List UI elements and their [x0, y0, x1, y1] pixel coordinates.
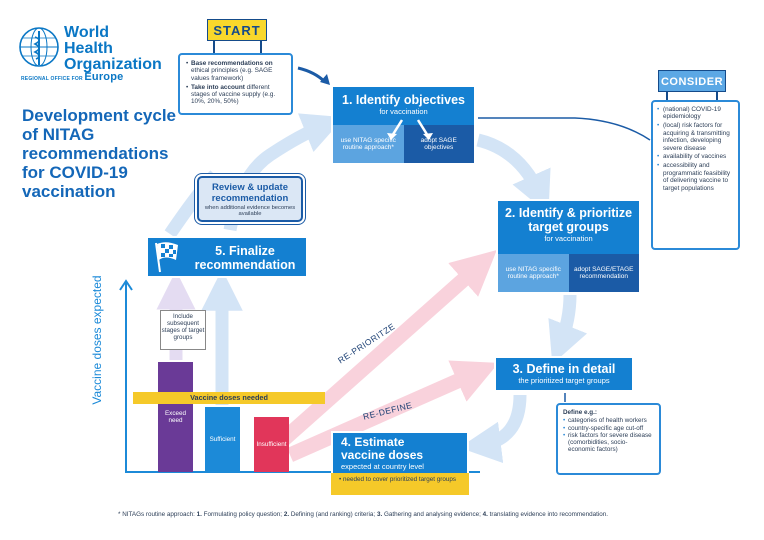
consider-item: (national) COVID-19 epidemiology: [657, 106, 734, 121]
step-1-option-nitag: use NITAG specific routine approach*: [333, 125, 404, 163]
footnote-intro: * NITAGs routine approach:: [118, 511, 197, 518]
review-update-box: Review & update recommendation when addi…: [197, 176, 303, 222]
page-title: Development cycle of NITAG recommendatio…: [22, 106, 177, 201]
step-4-subtitle: expected at country level: [341, 462, 424, 471]
consider-post-right: [716, 90, 718, 101]
consider-item: accessibility and programmatic feasibili…: [657, 162, 734, 192]
consider-item: (local) risk factors for acquiring & tra…: [657, 122, 734, 152]
bar-exceed-need: Exceed need: [158, 362, 193, 472]
start-item: Base recommendations on ethical principl…: [186, 60, 285, 82]
step-2-option-sage-etage: adopt SAGE/ETAGE recommendation: [568, 254, 639, 292]
bar-insufficient: Insufficient: [254, 417, 289, 472]
doses-needed-band: Vaccine doses needed: [133, 392, 325, 404]
start-item-bold: Take into account: [191, 83, 245, 91]
step-2-identify-target-groups: 2. Identify & prioritize target groups f…: [496, 199, 641, 292]
footnote: * NITAGs routine approach: 1. Formulatin…: [118, 511, 758, 518]
chart-y-axis-label: Vaccine doses expected: [90, 275, 104, 405]
step-1-title: 1. Identify objectives: [342, 93, 465, 107]
step-1-subtitle: for vaccination: [379, 107, 428, 116]
define-item: categories of health workers: [563, 417, 654, 425]
define-item: risk factors for severe disease (comorbi…: [563, 432, 654, 454]
footnote-step-text: translating evidence into recommendation…: [487, 511, 608, 518]
step-3-subtitle: the prioritized target groups: [518, 376, 610, 385]
step-3-title: 3. Define in detail: [512, 362, 616, 376]
start-item: Take into account different stages of va…: [186, 84, 285, 106]
footnote-step-number: 2.: [283, 511, 290, 518]
who-org-name: World Health Organization: [64, 24, 162, 73]
footnote-step-text: Gathering and analysing evidence;: [382, 511, 483, 518]
step-3-define-in-detail: 3. Define in detail the prioritized targ…: [494, 356, 634, 392]
footnote-step-text: Defining (and ranking) criteria;: [289, 511, 377, 518]
step-2-option-nitag: use NITAG specific routine approach*: [498, 254, 569, 292]
who-emblem-icon: [19, 27, 59, 67]
step-1-identify-objectives: 1. Identify objectives for vaccination u…: [331, 85, 476, 165]
footnote-step-text: Formulating policy question;: [201, 511, 284, 518]
footnote-step-number: 3.: [376, 511, 383, 518]
start-box: Base recommendations on ethical principl…: [178, 53, 293, 115]
bar-sufficient: Sufficient: [205, 407, 240, 472]
step-2-subtitle: for vaccination: [544, 234, 593, 243]
consider-item: availability of vaccines: [657, 153, 734, 161]
step-4-title-line-2: vaccine doses: [341, 448, 424, 462]
footnote-step-number: 4.: [482, 511, 488, 518]
start-sign: START: [207, 19, 267, 41]
start-item-bold: Base recommendations on: [191, 60, 273, 67]
step-5-title: 5. Finalize recommendation: [194, 244, 296, 272]
org-line-2: Organization: [64, 56, 162, 73]
step-2-title: 2. Identify & prioritize target groups: [504, 206, 633, 234]
include-stages-note: Include subsequent stages of target grou…: [160, 310, 206, 350]
start-post-right: [260, 40, 262, 54]
define-item: country-specific age cut-off: [563, 425, 654, 433]
checkered-flag-icon: [155, 242, 178, 273]
org-line-1: World Health: [64, 24, 113, 57]
step-4-title-line-1: 4. Estimate: [341, 435, 405, 449]
review-title: Review & update recommendation: [211, 182, 289, 204]
step-1-branch-arrows: [387, 119, 433, 140]
step-4-note: • needed to cover prioritized target gro…: [331, 473, 469, 495]
step-4-estimate-doses: 4. Estimate vaccine doses expected at co…: [331, 431, 469, 473]
region-name: Europe: [84, 71, 124, 83]
step-1-option-sage: adopt SAGE objectives: [403, 125, 474, 163]
region-prefix: REGIONAL OFFICE FOR: [21, 76, 83, 82]
consider-post-left: [666, 90, 668, 101]
define-examples-box: Define e.g.: categories of health worker…: [556, 403, 661, 475]
footnote-step-number: 1.: [196, 511, 202, 518]
consider-sign: CONSIDER: [658, 70, 726, 92]
consider-box: (national) COVID-19 epidemiology (local)…: [651, 100, 740, 250]
start-item-text: different stages of vaccine supply (e.g.…: [191, 83, 276, 106]
review-subtitle: when additional evidence becomes availab…: [204, 205, 296, 217]
define-label: Define e.g.:: [563, 409, 597, 416]
region-label: REGIONAL OFFICE FOR Europe: [21, 71, 123, 83]
start-item-text: ethical principles (e.g. SAGE values fra…: [191, 67, 273, 82]
start-post-left: [213, 40, 215, 54]
